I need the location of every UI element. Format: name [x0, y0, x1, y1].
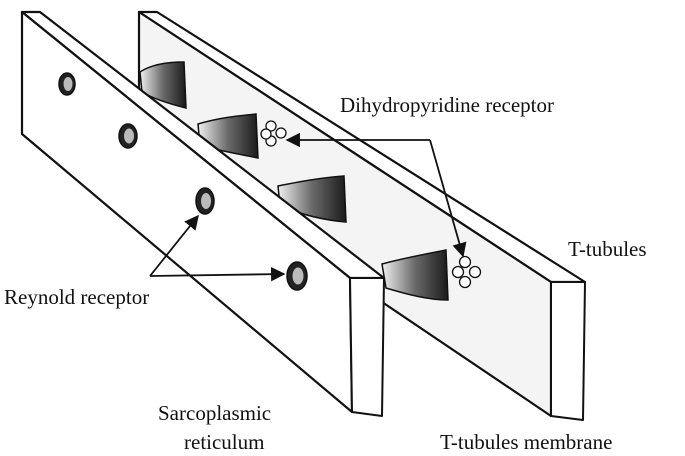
- receptor-hole: [58, 72, 76, 96]
- reynold-receptor-label: Reynold receptor: [4, 285, 149, 309]
- reynold-receptors: [58, 72, 308, 291]
- dhp-receptor-cluster-lower: [451, 255, 482, 289]
- reynold-arrows: [149, 214, 286, 282]
- dhp-receptor-label: Dihydropyridine receptor: [340, 93, 554, 117]
- receptor-hole: [286, 261, 308, 291]
- t-tubules-membrane-label: T-tubules membrane: [440, 430, 612, 454]
- sarcoplasmic-reticulum-label-line2: reticulum: [184, 430, 264, 454]
- sarcoplasmic-reticulum-slab: [20, 10, 386, 417]
- receptor-hole: [118, 123, 138, 149]
- dhp-arrows: [285, 132, 467, 258]
- dhp-receptor-cluster-upper: [260, 120, 287, 147]
- receptor-hole: [195, 187, 215, 215]
- t-tubules-label: T-tubules: [568, 237, 647, 261]
- junctional-foot: [381, 249, 449, 301]
- sarcoplasmic-reticulum-label-line1: Sarcoplasmic: [158, 401, 271, 425]
